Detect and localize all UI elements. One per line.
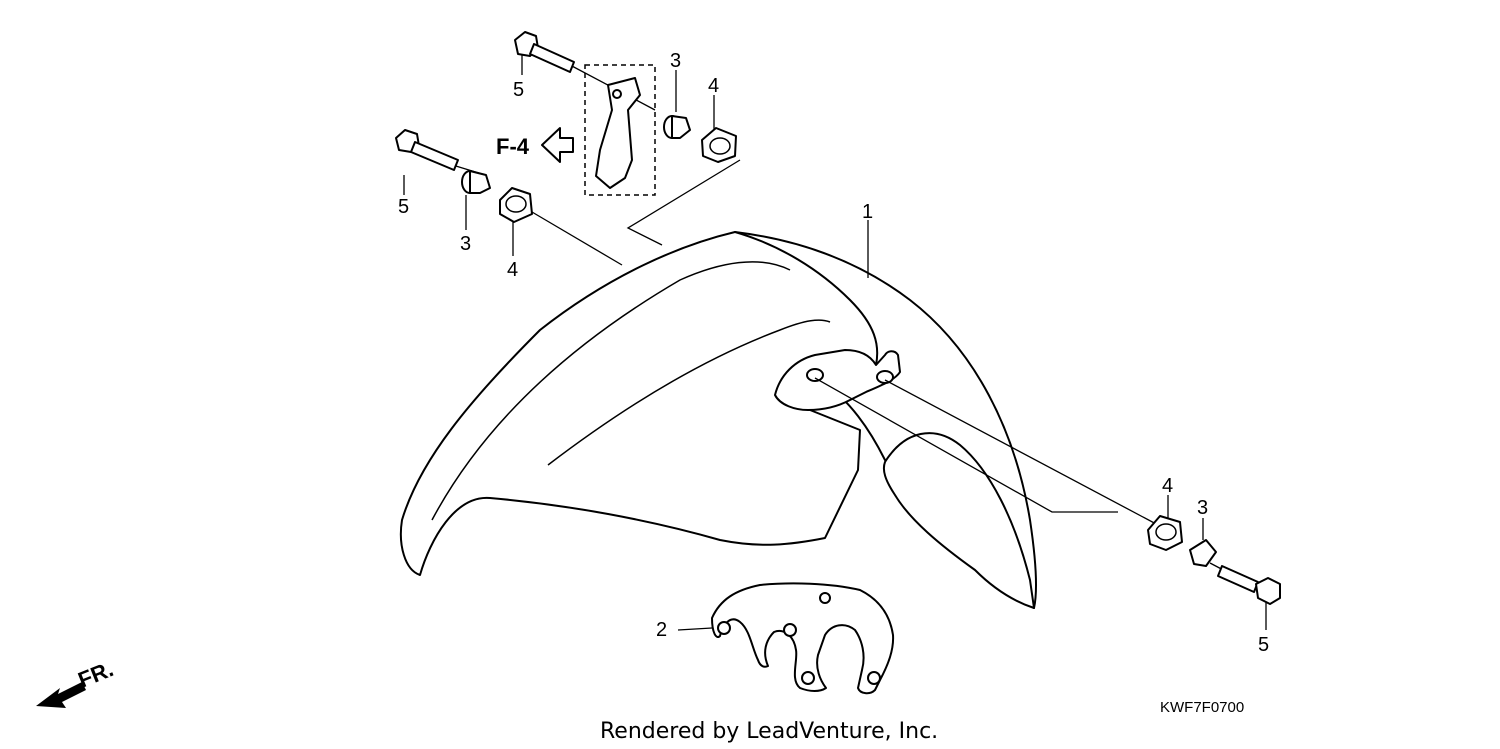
- callout-labels: 1 2 3 4 5 5 3 4 4 3 5: [398, 50, 1269, 656]
- direction-label: FR.: [75, 656, 117, 692]
- front-direction-arrow: FR.: [36, 656, 117, 708]
- bolt-left[interactable]: [395, 129, 459, 171]
- callout-bolt-right: 5: [1258, 634, 1269, 656]
- grommet-top[interactable]: [701, 127, 737, 163]
- callout-grommet-top: 4: [708, 75, 719, 97]
- bolt-top[interactable]: [514, 31, 575, 73]
- callout-bracket: 2: [656, 619, 667, 641]
- render-credit: Rendered by LeadVenture, Inc.: [600, 719, 938, 744]
- grommet-left[interactable]: [499, 187, 533, 223]
- collar-top[interactable]: [663, 115, 691, 139]
- fender-bracket[interactable]: [711, 582, 895, 695]
- collar-left[interactable]: [461, 170, 491, 194]
- callout-collar-left: 3: [460, 233, 471, 255]
- callout-grommet-right: 4: [1162, 475, 1173, 497]
- diagram-code: KWF7F0700: [1160, 699, 1244, 716]
- reference-label: F-4: [496, 134, 530, 159]
- callout-fender: 1: [862, 201, 873, 223]
- collar-right[interactable]: [1189, 539, 1217, 567]
- front-fender[interactable]: [399, 231, 1038, 609]
- grommet-right[interactable]: [1147, 515, 1183, 551]
- bolt-right[interactable]: [1217, 565, 1281, 605]
- callout-collar-top: 3: [670, 50, 681, 72]
- callout-bolt-top: 5: [513, 79, 524, 101]
- reference-arrow: F-4: [496, 127, 574, 163]
- callout-grommet-left: 4: [507, 259, 518, 281]
- callout-bolt-left: 5: [398, 196, 409, 218]
- clip-detail: [584, 64, 656, 196]
- callout-collar-right: 3: [1197, 497, 1208, 519]
